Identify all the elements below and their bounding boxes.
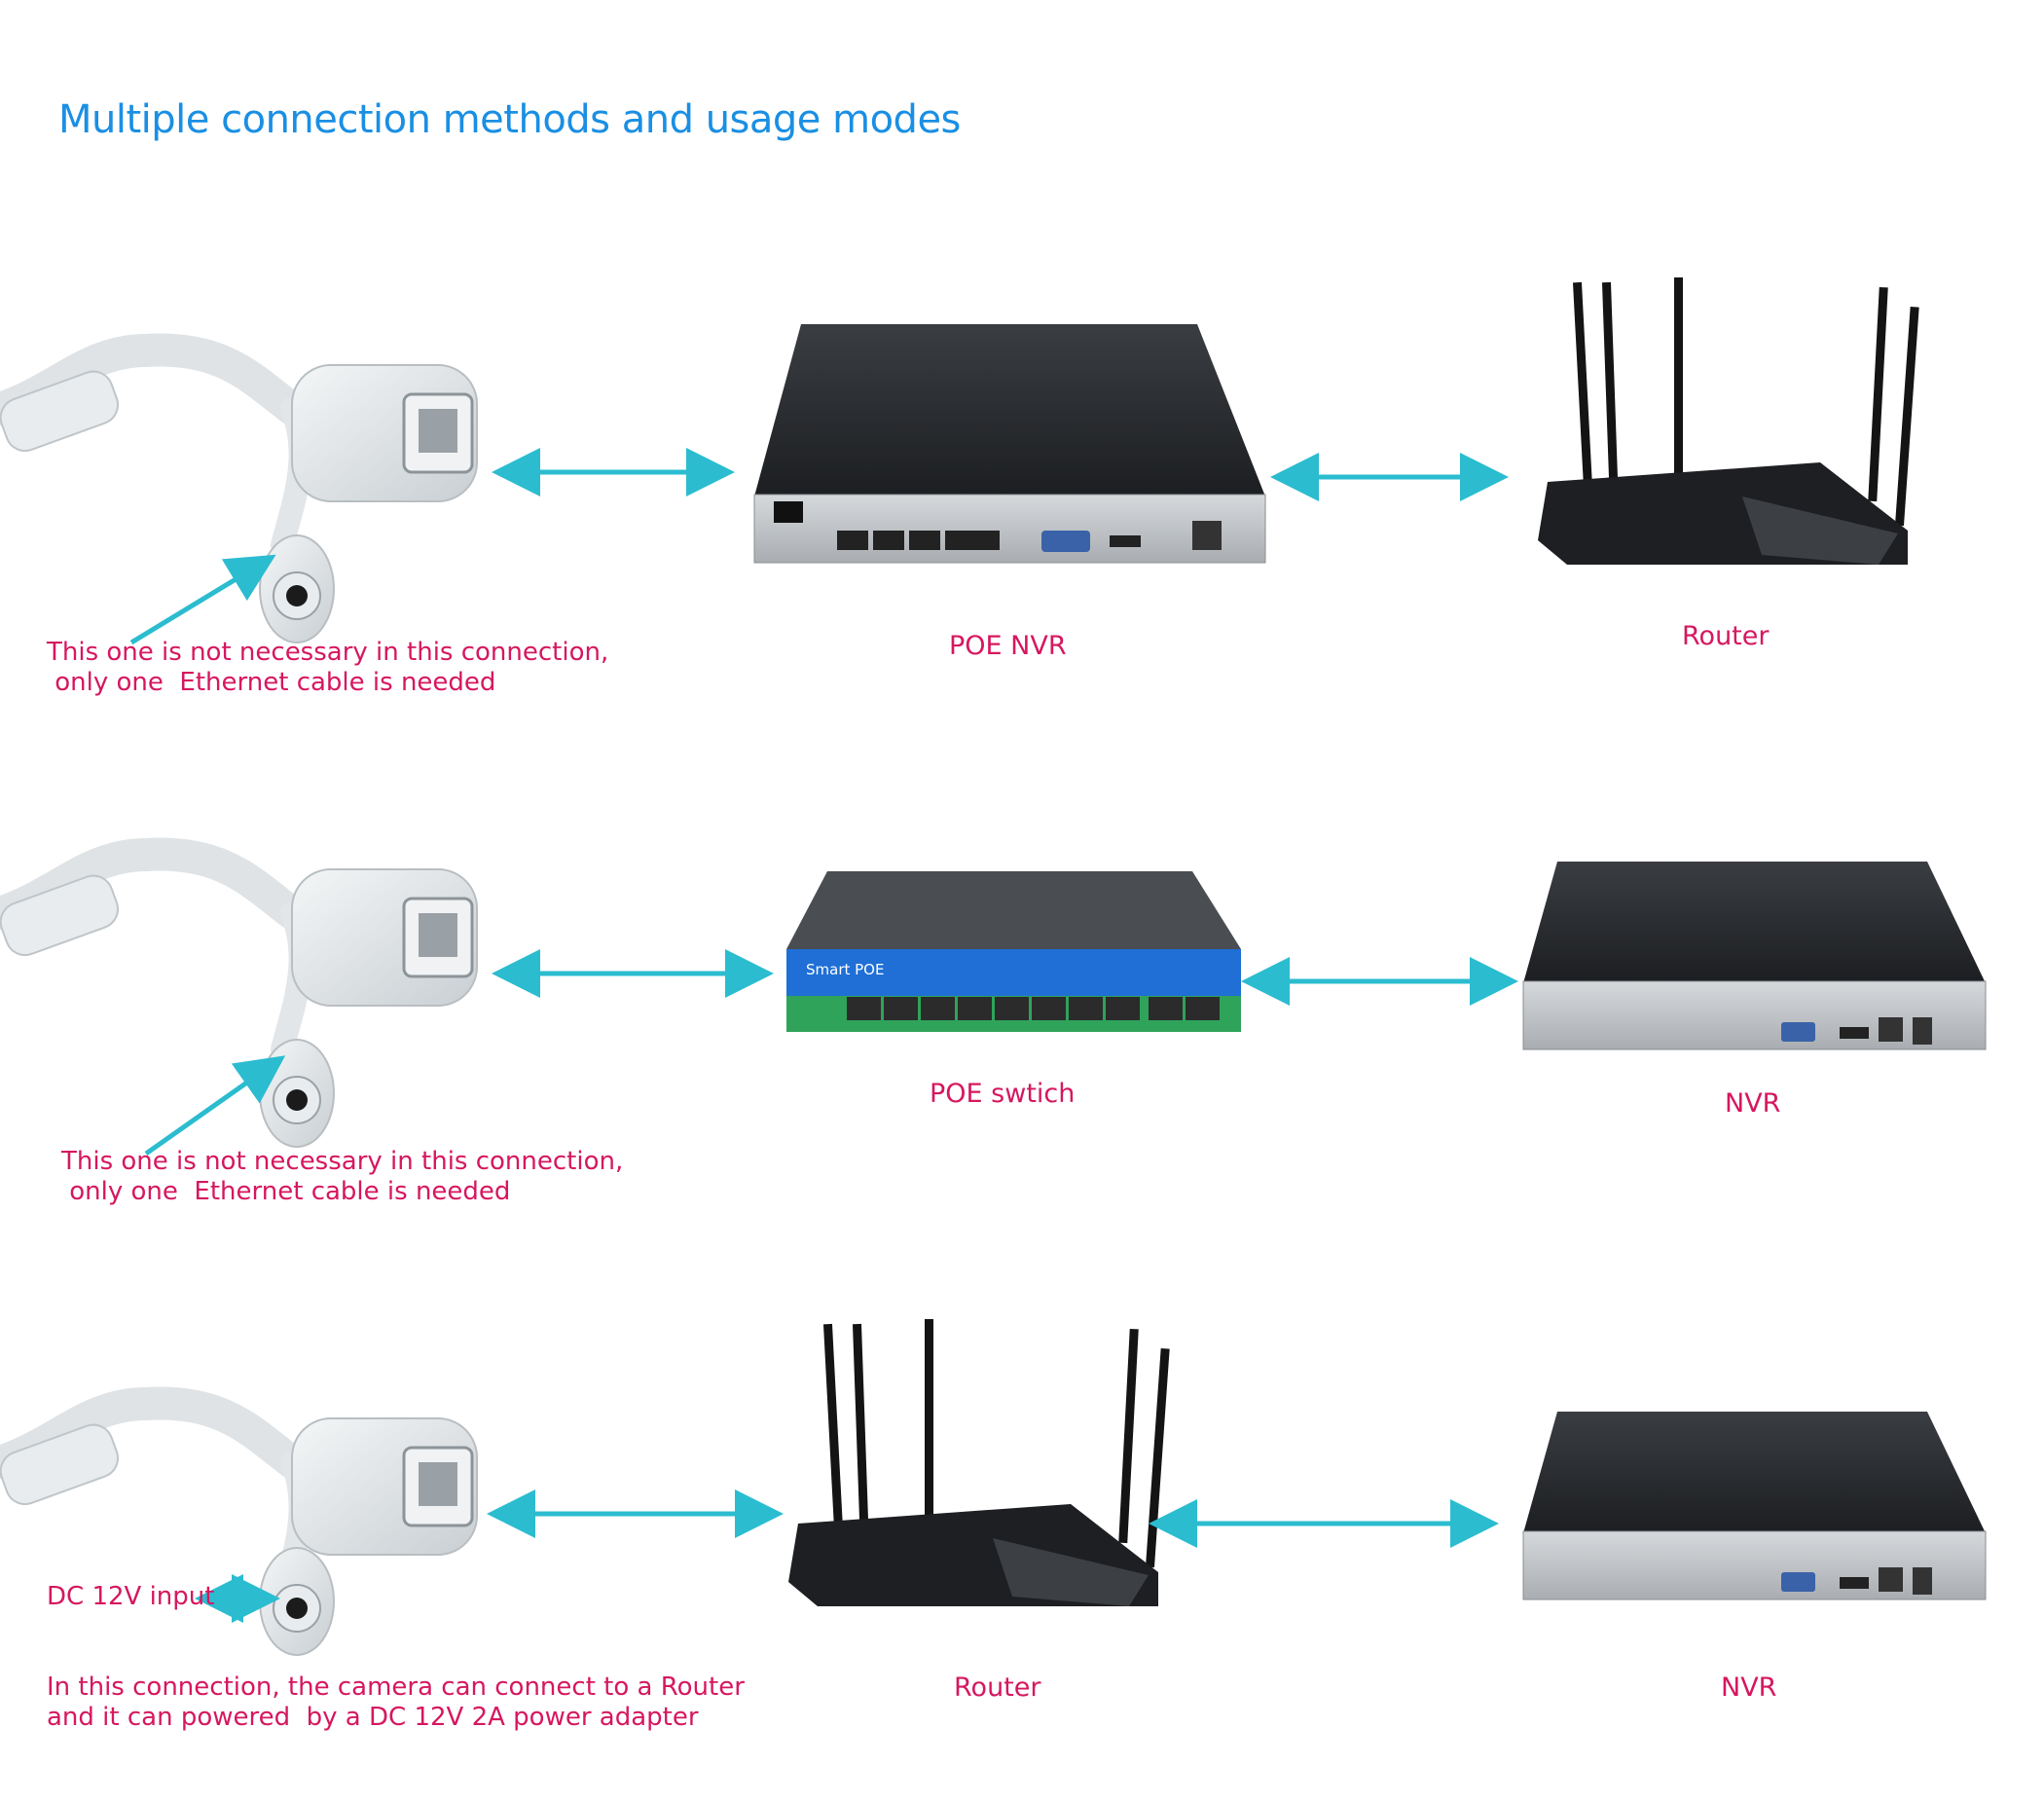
label-dc-input: DC 12V input xyxy=(47,1582,215,1611)
nvr-device-2 xyxy=(1522,1412,1987,1600)
poe-switch-device: Smart POE xyxy=(786,871,1241,1032)
note-line: only one Ethernet cable is needed xyxy=(47,668,496,698)
camera-cable-1 xyxy=(0,333,478,643)
poe-nvr-device xyxy=(753,324,1266,564)
label-poe-switch: POE swtich xyxy=(930,1079,1076,1109)
row-3 xyxy=(0,1319,1987,1656)
note-line: This one is not necessary in this connec… xyxy=(47,638,609,667)
note-line: In this connection, the camera can conne… xyxy=(47,1672,745,1702)
label-router-2: Router xyxy=(954,1672,1041,1703)
router-device-1 xyxy=(1538,277,1919,565)
camera-cable-3 xyxy=(0,1386,478,1656)
label-nvr-1: NVR xyxy=(1725,1088,1781,1119)
label-poe-nvr: POE NVR xyxy=(949,631,1067,661)
row-2: Smart POE xyxy=(0,837,1987,1157)
row-1 xyxy=(0,277,1919,645)
note-line: and it can powered by a DC 12V 2A power … xyxy=(47,1703,699,1733)
label-nvr-2: NVR xyxy=(1721,1672,1777,1703)
router-device-2 xyxy=(788,1319,1170,1606)
page-title: Multiple connection methods and usage mo… xyxy=(58,97,961,142)
nvr-device-1 xyxy=(1522,862,1987,1050)
switch-brand-label: Smart POE xyxy=(806,961,884,978)
pointer-r2 xyxy=(144,1055,286,1157)
note-line: only one Ethernet cable is needed xyxy=(61,1177,511,1207)
label-router-1: Router xyxy=(1682,621,1770,651)
note-row-3: In this connection, the camera can conne… xyxy=(47,1672,745,1733)
note-row-1: This one is not necessary in this connec… xyxy=(47,638,608,698)
note-line: This one is not necessary in this connec… xyxy=(61,1147,624,1176)
pointer-r1 xyxy=(129,554,276,645)
note-row-2: This one is not necessary in this connec… xyxy=(61,1147,623,1207)
camera-cable-2 xyxy=(0,837,478,1148)
